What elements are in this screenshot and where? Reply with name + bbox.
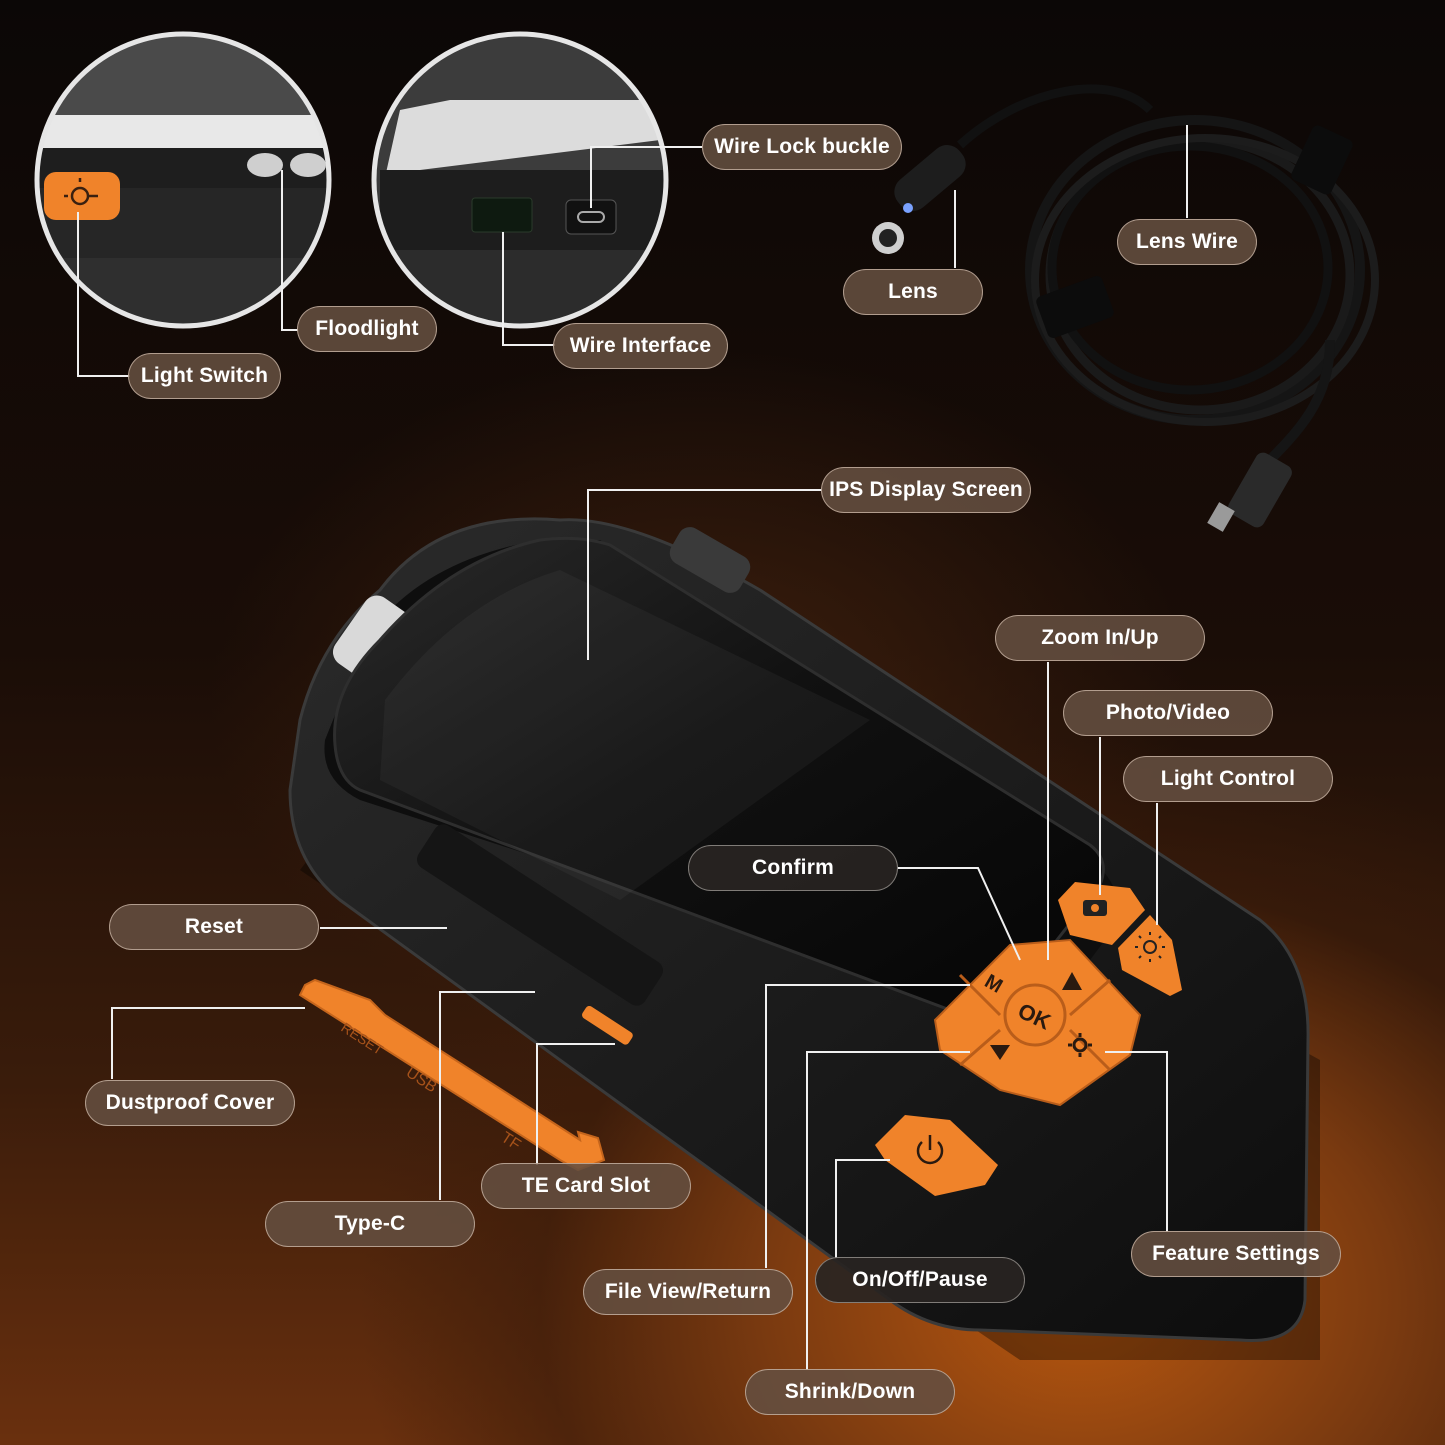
label-dustproof-cover: Dustproof Cover (85, 1080, 295, 1126)
camera-icon (1083, 900, 1107, 916)
label-lens: Lens (843, 269, 983, 315)
dpad: OK M (933, 938, 1142, 1107)
label-on-off-pause: On/Off/Pause (815, 1257, 1025, 1303)
down-arrow-icon (990, 1045, 1010, 1060)
label-wire-interface: Wire Interface (553, 323, 728, 369)
label-ips-display-screen: IPS Display Screen (821, 467, 1031, 513)
detail-circle-light (34, 31, 332, 329)
floodlight-leds (247, 153, 326, 177)
label-photo-video: Photo/Video (1063, 690, 1273, 736)
settings-gear-icon (1068, 1033, 1092, 1057)
label-feature-settings: Feature Settings (1131, 1231, 1341, 1277)
leader-lines (77, 125, 1188, 1370)
power-icon (916, 1135, 944, 1165)
label-wire-lock-buckle: Wire Lock buckle (702, 124, 902, 170)
side-ports (416, 824, 664, 1006)
bulb-icon (64, 178, 98, 206)
usb-connector (1207, 452, 1292, 532)
up-arrow-icon (1062, 972, 1082, 990)
label-lens-wire: Lens Wire (1117, 219, 1257, 265)
label-zoom-in-up: Zoom In/Up (995, 615, 1205, 661)
label-shrink-down: Shrink/Down (745, 1369, 955, 1415)
device-body (288, 517, 1310, 1342)
lens-probe (872, 145, 966, 254)
photo-video-key (1058, 882, 1145, 945)
sun-icon (1135, 932, 1165, 962)
probe-cable (872, 84, 1379, 532)
light-control-key (1118, 915, 1182, 996)
label-light-control: Light Control (1123, 756, 1333, 802)
power-key (875, 1115, 998, 1196)
wire-interface-port (471, 197, 533, 233)
label-reset: Reset (109, 904, 319, 950)
detail-circle-interface (371, 31, 669, 329)
label-light-switch: Light Switch (128, 353, 281, 399)
light-switch-button (44, 172, 120, 220)
label-confirm: Confirm (688, 845, 898, 891)
label-file-view-return: File View/Return (583, 1269, 793, 1315)
label-type-c: Type-C (265, 1201, 475, 1247)
label-te-card-slot: TE Card Slot (481, 1163, 691, 1209)
label-floodlight: Floodlight (297, 306, 437, 352)
